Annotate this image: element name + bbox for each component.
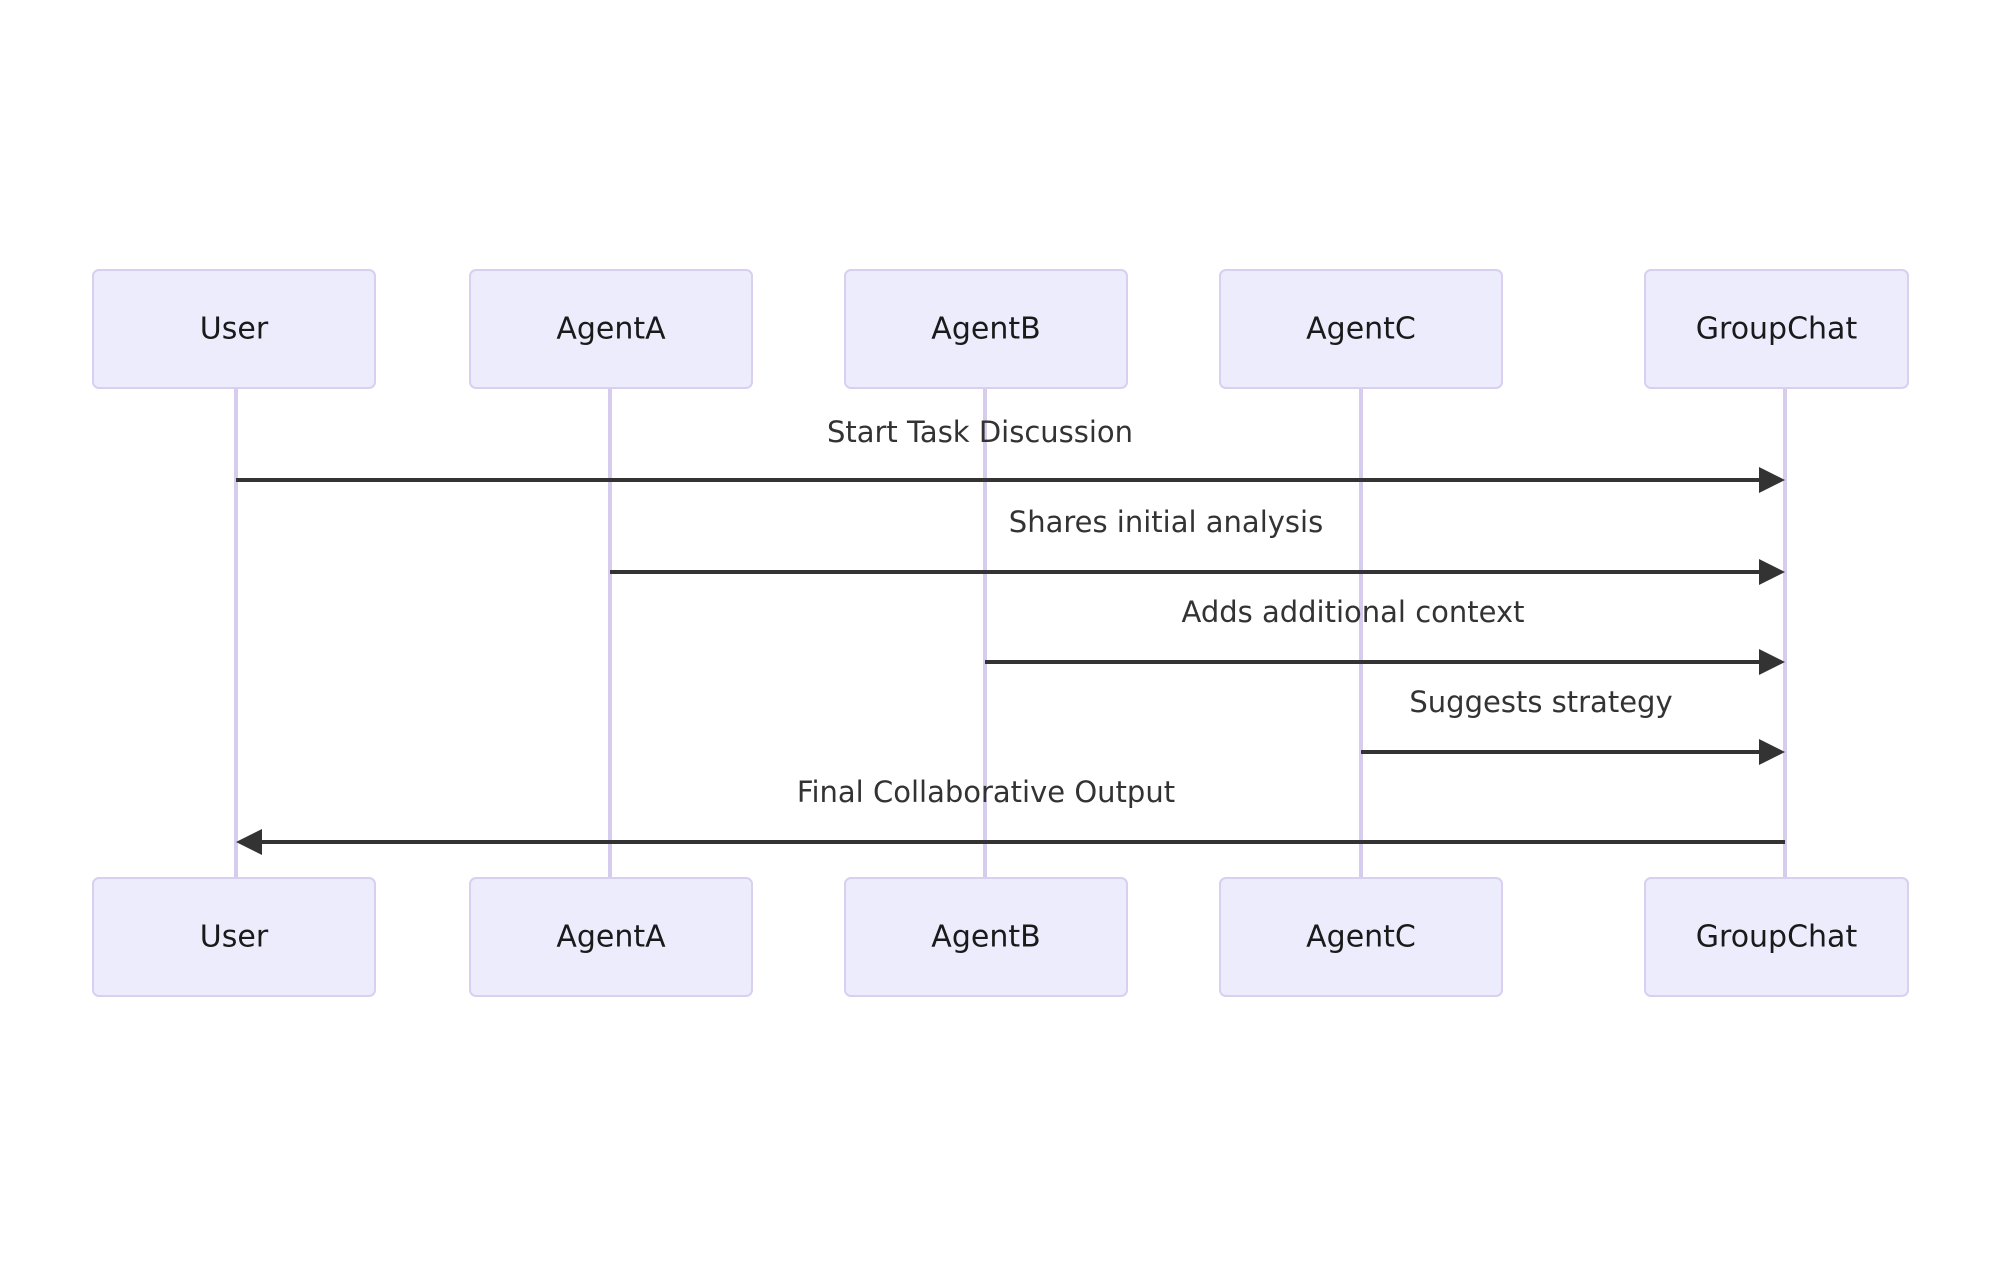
message-label-3: Adds additional context — [1181, 595, 1524, 629]
actor-user-top[interactable]: User — [92, 269, 376, 389]
actor-label-agenta-top: AgentA — [556, 312, 666, 347]
actor-box-agentb-top[interactable] — [844, 269, 1128, 389]
message-arrowhead-4 — [1759, 739, 1785, 765]
actor-box-agentb-bottom[interactable] — [844, 877, 1128, 997]
message-5[interactable]: Final Collaborative Output — [236, 775, 1785, 855]
actor-box-user-top[interactable] — [92, 269, 376, 389]
actor-groupchat-top[interactable]: GroupChat — [1644, 269, 1909, 389]
actor-label-agentb-bottom: AgentB — [931, 920, 1040, 955]
message-4[interactable]: Suggests strategy — [1361, 685, 1785, 765]
actors-bottom-layer: User AgentA AgentB AgentC GroupChat — [92, 877, 1909, 997]
actor-box-groupchat-top[interactable] — [1644, 269, 1909, 389]
actor-agenta-top[interactable]: AgentA — [469, 269, 753, 389]
actor-label-agentc-top: AgentC — [1306, 312, 1416, 347]
actor-box-groupchat-bottom[interactable] — [1644, 877, 1909, 997]
lifelines-layer — [234, 388, 1787, 878]
actor-agentb-bottom[interactable]: AgentB — [844, 877, 1128, 997]
actor-label-agentb-top: AgentB — [931, 312, 1040, 347]
actor-groupchat-bottom[interactable]: GroupChat — [1644, 877, 1909, 997]
message-arrowhead-5 — [236, 829, 262, 855]
actor-label-groupchat-bottom: GroupChat — [1696, 920, 1858, 955]
actor-box-user-bottom[interactable] — [92, 877, 376, 997]
actor-agentc-top[interactable]: AgentC — [1219, 269, 1503, 389]
message-label-4: Suggests strategy — [1409, 685, 1672, 719]
message-2[interactable]: Shares initial analysis — [610, 505, 1785, 585]
message-arrowhead-2 — [1759, 559, 1785, 585]
message-3[interactable]: Adds additional context — [985, 595, 1785, 675]
message-label-5: Final Collaborative Output — [797, 775, 1175, 809]
actor-label-agenta-bottom: AgentA — [556, 920, 666, 955]
actor-box-agenta-bottom[interactable] — [469, 877, 753, 997]
actor-label-groupchat-top: GroupChat — [1696, 312, 1858, 347]
actor-agentc-bottom[interactable]: AgentC — [1219, 877, 1503, 997]
actor-user-bottom[interactable]: User — [92, 877, 376, 997]
actor-box-agentc-top[interactable] — [1219, 269, 1503, 389]
actor-label-user-bottom: User — [200, 920, 269, 955]
actor-label-agentc-bottom: AgentC — [1306, 920, 1416, 955]
message-label-2: Shares initial analysis — [1009, 505, 1323, 539]
actors-top-layer: User AgentA AgentB AgentC GroupChat — [92, 269, 1909, 389]
actor-agentb-top[interactable]: AgentB — [844, 269, 1128, 389]
message-1[interactable]: Start Task Discussion — [236, 415, 1785, 493]
actor-box-agentc-bottom[interactable] — [1219, 877, 1503, 997]
actor-agenta-bottom[interactable]: AgentA — [469, 877, 753, 997]
message-label-1: Start Task Discussion — [827, 415, 1133, 449]
message-arrowhead-1 — [1759, 467, 1785, 493]
actor-box-agenta-top[interactable] — [469, 269, 753, 389]
actor-label-user-top: User — [200, 312, 269, 347]
message-arrowhead-3 — [1759, 649, 1785, 675]
